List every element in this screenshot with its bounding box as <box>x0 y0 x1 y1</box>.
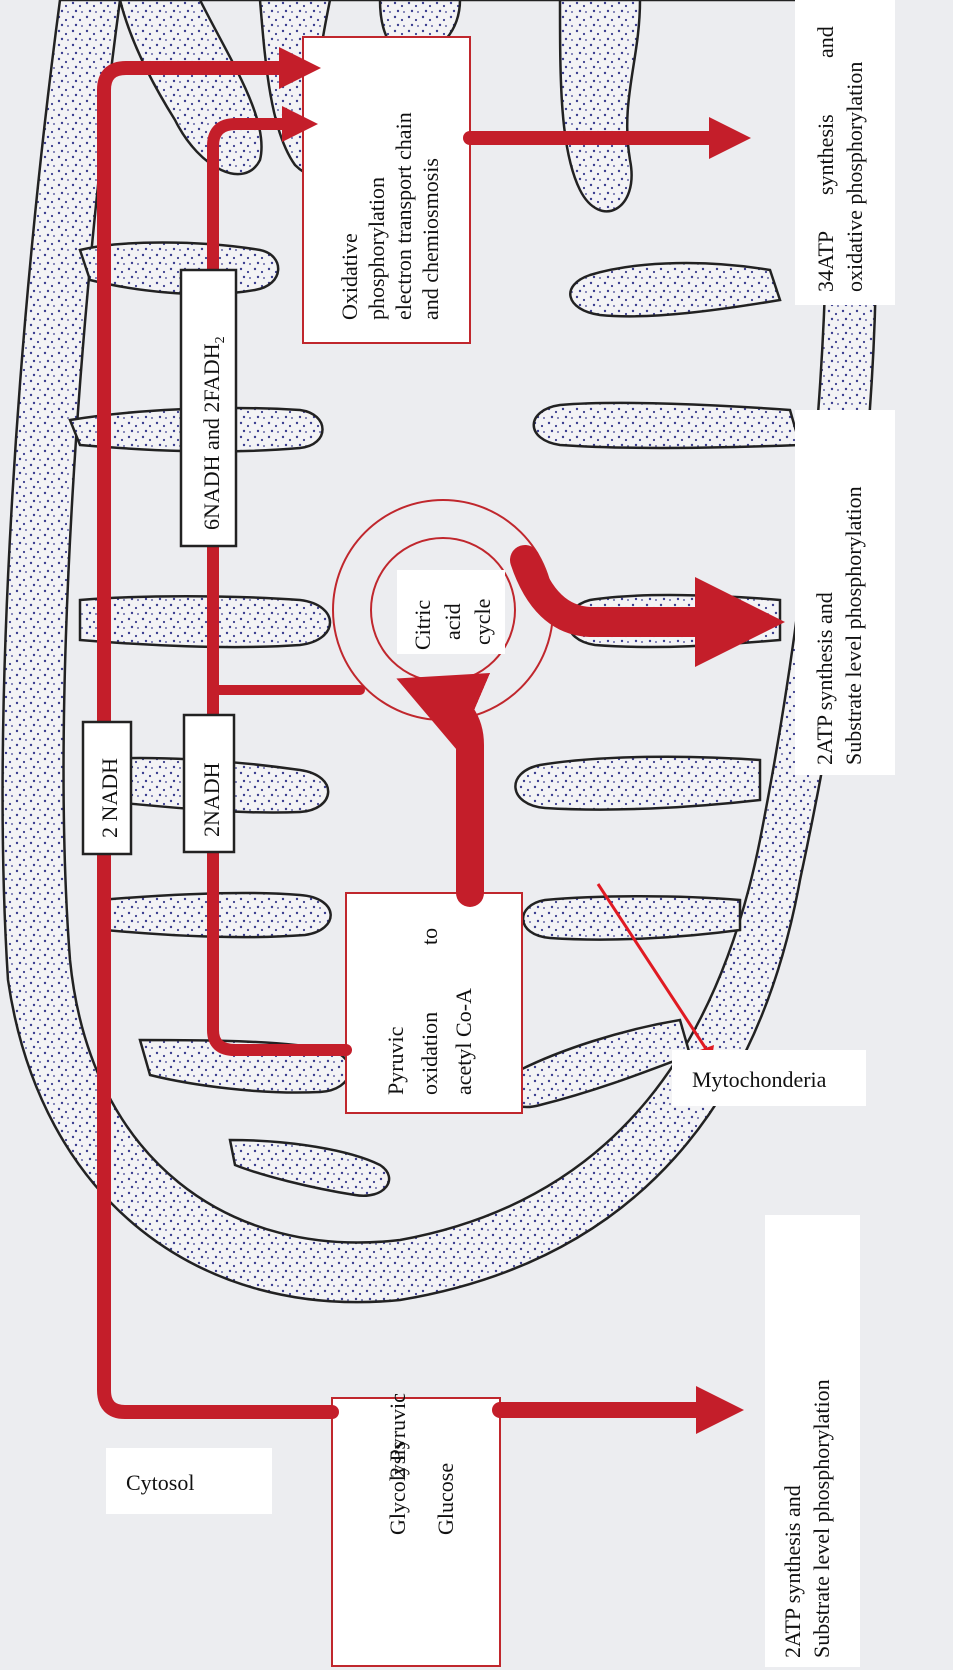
nadh-outer-label: 2 NADH <box>97 758 122 838</box>
oxidative-box: Oxidative phosphorylation electron trans… <box>303 37 470 343</box>
acetyl-coa-label: acetyl Co-A <box>451 988 476 1095</box>
out-top-synthesis: synthesis <box>813 114 838 195</box>
cytosol-label: Cytosol <box>126 1470 194 1495</box>
output-top: 34ATP synthesis and oxidative phosphoryl… <box>795 0 895 305</box>
etc-label: electron transport chain <box>391 112 416 320</box>
glycolysis-box: Glycolysis 2 Pyruvic Glucose <box>332 1393 500 1666</box>
pyruvic-oxidation-box: Pyruvic oxidation acetyl Co-A to <box>346 893 522 1113</box>
out-middle-line2: Substrate level phosphorylation <box>841 486 866 765</box>
out-top-oxidative: oxidative phosphorylation <box>842 62 867 292</box>
out-bottom-line2: Substrate level phosphorylation <box>809 1379 834 1658</box>
output-bottom: 2ATP synthesis and Substrate level phosp… <box>765 1215 860 1667</box>
citric-label: Citric <box>410 600 435 650</box>
output-middle: 2ATP synthesis and Substrate level phosp… <box>795 410 895 775</box>
acid-label: acid <box>440 603 465 640</box>
out-top-34atp: 34ATP <box>813 231 838 292</box>
nadh-inner-label: 2NADH <box>199 762 224 837</box>
cytosol-box: Cytosol <box>106 1448 272 1514</box>
oxidation-label: oxidation <box>417 1012 442 1095</box>
mitochondria-label-box: Mytochonderia <box>672 1050 866 1106</box>
nadh-fadh-label-box: 6NADH and 2FADH2 <box>181 270 236 546</box>
nadh-outer-label-box: 2 NADH <box>83 722 131 854</box>
pyruvic-label: Pyruvic <box>383 1026 408 1095</box>
phosphorylation-label: phosphorylation <box>364 177 389 320</box>
cycle-label: cycle <box>470 599 495 645</box>
out-middle-line1: 2ATP synthesis and <box>812 592 837 765</box>
out-top-and: and <box>813 26 838 58</box>
two-pyruvic-label: 2 Pyruvic <box>385 1393 410 1478</box>
glucose-label: Glucose <box>433 1463 458 1535</box>
mitochondria-label: Mytochonderia <box>692 1067 827 1092</box>
nadh-fadh-label: 6NADH and 2FADH2 <box>199 336 228 530</box>
out-bottom-line1: 2ATP synthesis and <box>780 1485 805 1658</box>
chemiosmosis-label: and chemiosmosis <box>418 158 443 320</box>
to-label: to <box>417 928 442 945</box>
oxidative-label: Oxidative <box>337 233 362 320</box>
nadh-inner-label-box: 2NADH <box>184 715 234 852</box>
